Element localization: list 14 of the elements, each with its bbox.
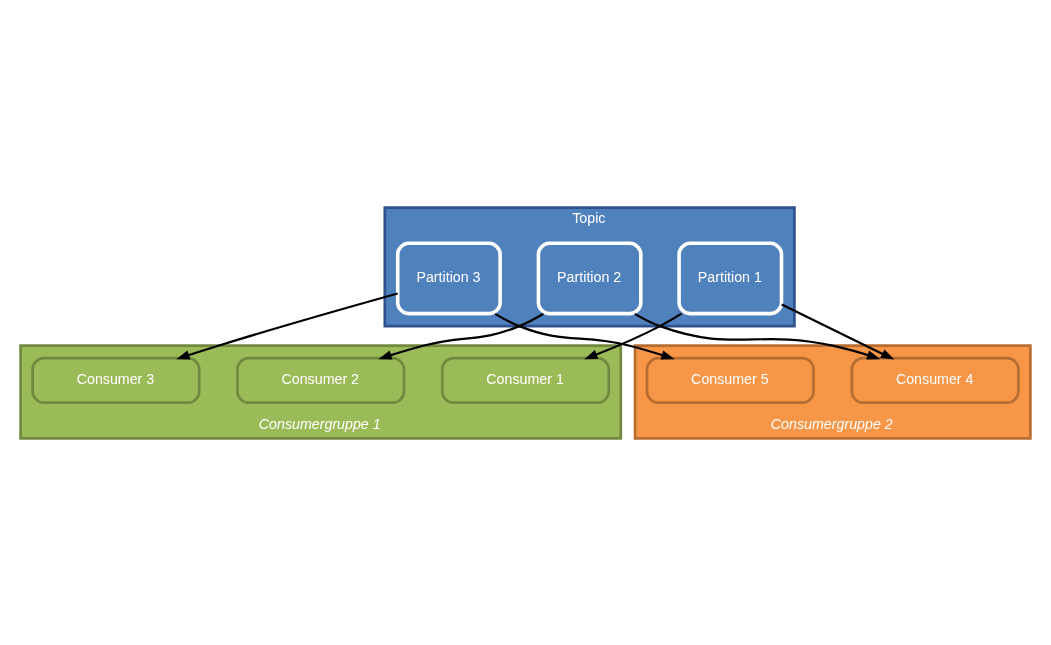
node-box: Consumer 4 <box>850 356 1020 404</box>
arrow <box>781 303 895 360</box>
arrow <box>378 312 544 360</box>
arrow <box>494 312 675 359</box>
node-box: Partition 3 <box>395 241 502 315</box>
arrow <box>634 312 881 360</box>
arrow <box>176 291 398 359</box>
node-box: Consumer 3 <box>31 356 201 404</box>
node-box: Consumer 1 <box>440 356 611 404</box>
node-box: Consumer 5 <box>645 356 815 404</box>
arrow <box>584 312 683 359</box>
node-box: Partition 1 <box>677 241 784 315</box>
node-box: Partition 2 <box>536 241 643 315</box>
node-box: Consumer 2 <box>236 356 406 404</box>
